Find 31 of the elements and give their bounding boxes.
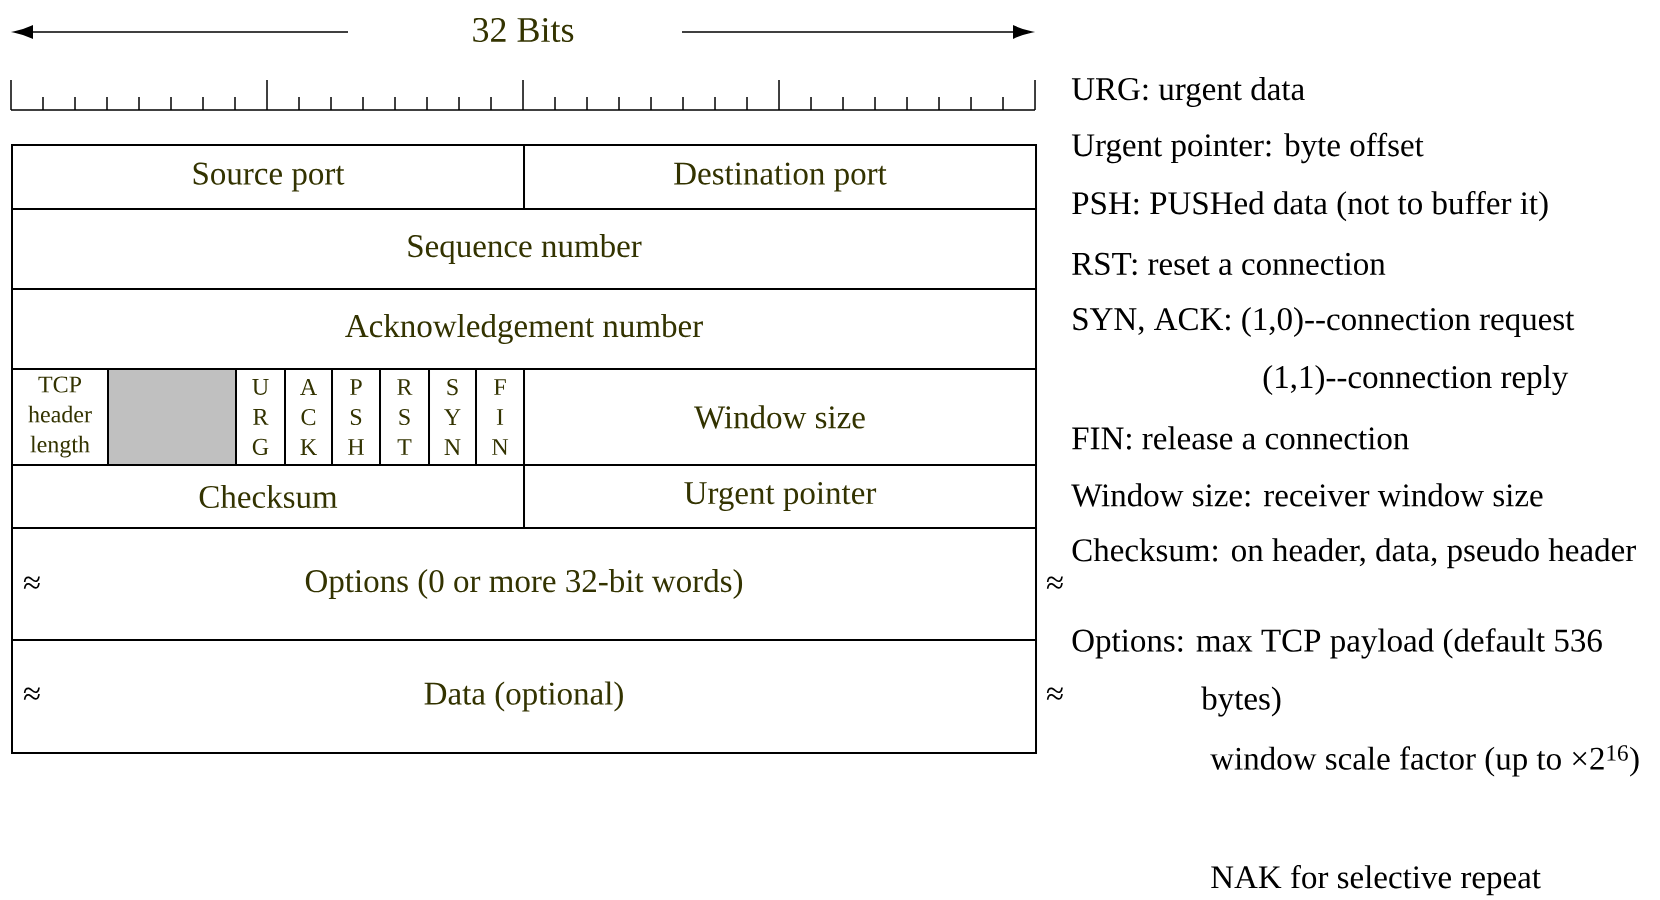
header-field: Urgent pointer bbox=[523, 464, 1037, 529]
header-field: Checksum bbox=[11, 464, 525, 529]
flag-bit-cell: S Y N bbox=[428, 368, 477, 466]
flag-bit-cell: F I N bbox=[475, 368, 525, 466]
break-mark: ≈ bbox=[1046, 687, 1063, 700]
flag-bit-cell: P S H bbox=[331, 368, 381, 466]
header-field: Destination port bbox=[523, 144, 1037, 210]
note-text: Window size: receiver window size bbox=[1071, 483, 1543, 507]
header-field: Window size bbox=[523, 368, 1037, 466]
note-text: Options: max TCP payload (default 536 bytes) bbox=[1072, 628, 1602, 717]
break-mark: ≈ bbox=[23, 687, 40, 700]
header-field: Sequence number bbox=[11, 208, 1037, 290]
note-text: URG: urgent data bbox=[1071, 77, 1305, 107]
flag-bit-cell: U R G bbox=[235, 368, 286, 466]
note-text: NAK for selective repeat bbox=[1211, 864, 1541, 896]
note-text: PSH: PUSHed data (not to buffer it) bbox=[1072, 190, 1548, 222]
note-text: (1,1)--connection reply bbox=[1263, 365, 1569, 395]
flag-bit-cell: R S T bbox=[379, 368, 430, 466]
note-text: Checksum: on header, data, pseudo header bbox=[1072, 538, 1636, 569]
note-text: Urgent pointer: byte offset bbox=[1071, 132, 1424, 164]
note-text: SYN, ACK: (1,0)--connection request bbox=[1073, 307, 1575, 337]
break-mark: ≈ bbox=[1046, 576, 1063, 589]
reserved-field bbox=[107, 368, 237, 466]
note-text: RST: reset a connection bbox=[1072, 252, 1386, 276]
note-text: window scale factor (up to ×2$^{16}$) bbox=[1210, 745, 1639, 777]
header-field: Source port bbox=[11, 144, 525, 210]
flag-bit-cell: A C K bbox=[284, 368, 333, 466]
bit-width-label: 32 Bits bbox=[473, 17, 574, 43]
break-mark: ≈ bbox=[23, 576, 40, 589]
note-text: FIN: release a connection bbox=[1072, 426, 1409, 450]
header-field: Acknowledgement number bbox=[11, 288, 1037, 370]
